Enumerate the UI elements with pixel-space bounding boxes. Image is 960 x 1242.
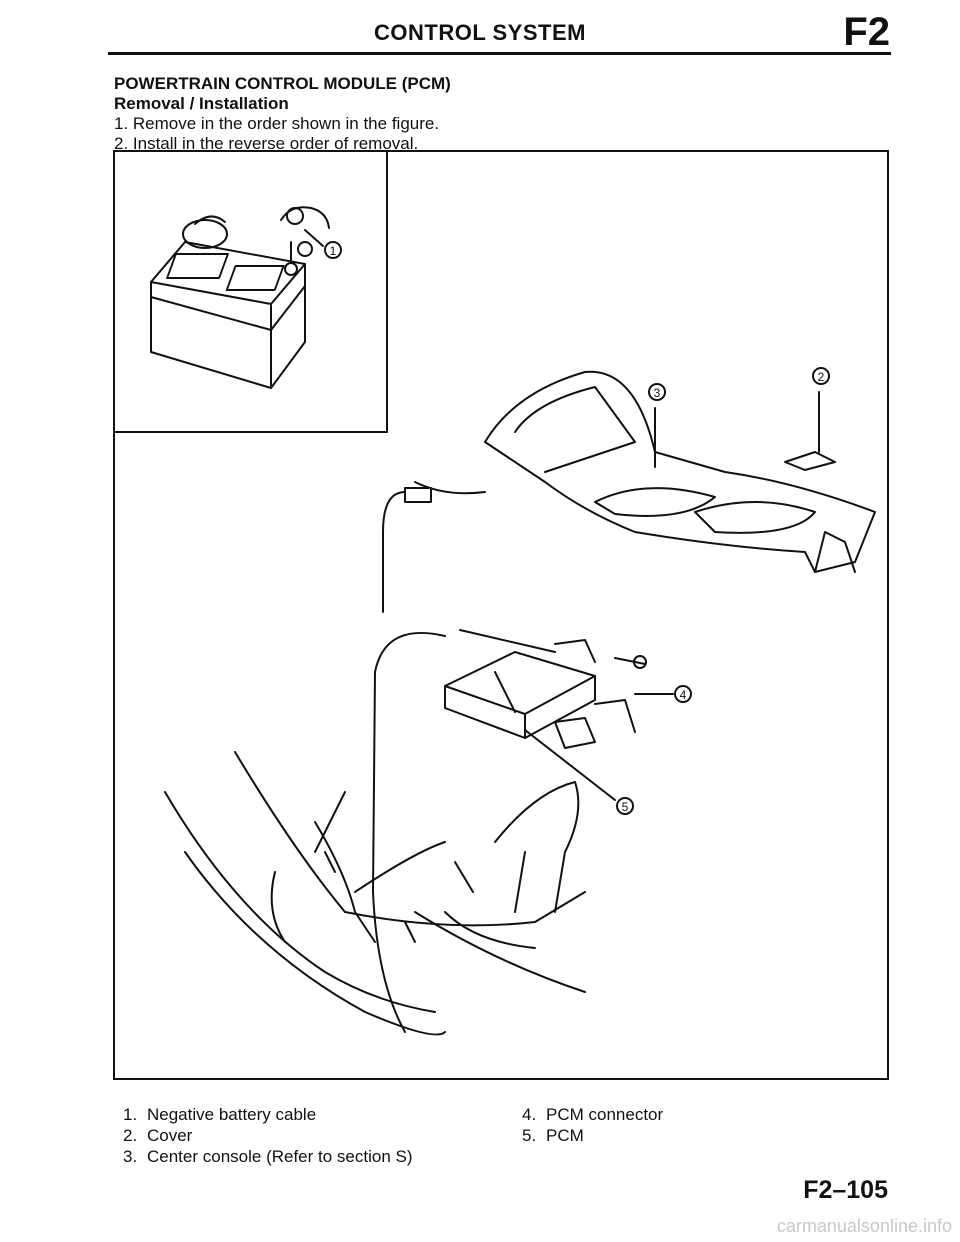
legend-item-1: 1. Negative battery cable [123,1104,413,1125]
callout-1: 1 [304,229,342,259]
legend-item-3: 3. Center console (Refer to section S) [123,1146,413,1167]
callout-5-label: 5 [622,800,629,814]
legend-item-2-number: 2. [123,1126,138,1145]
callout-4: 4 [634,685,692,703]
legend-item-4: 4. PCM connector [522,1104,663,1125]
section-title: POWERTRAIN CONTROL MODULE (PCM) [114,74,451,93]
pcm-illustration [444,629,647,749]
header-rule [108,52,891,55]
battery-inset: 1 [115,152,388,433]
legend-item-4-text: PCM connector [546,1105,664,1124]
callout-2-label: 2 [818,370,825,384]
legend-item-3-number: 3. [123,1147,138,1166]
legend-item-2: 2. Cover [123,1125,413,1146]
step-1: 1. Remove in the order shown in the figu… [114,114,440,133]
legend-item-1-text: Negative battery cable [147,1105,317,1124]
legend-item-5-text: PCM [546,1126,584,1145]
legend-item-2-text: Cover [147,1126,193,1145]
procedure-subtitle: Removal / Installation [114,94,289,113]
figure-drawing: 1 2 3 [115,152,876,1036]
battery-illustration [150,206,330,389]
legend-column-1: 1. Negative battery cable 2. Cover 3. Cente… [123,1104,413,1167]
header-title: CONTROL SYSTEM [374,20,586,45]
legend-column-2: 4. PCM connector 5. PCM [522,1104,663,1146]
legend-item-4-number: 4. [522,1105,537,1124]
floor-and-shifter-illustration [164,751,586,1036]
callout-5: 5 [524,729,634,815]
legend-item-5: 5. PCM [522,1125,663,1146]
legend-item-5-number: 5. [522,1126,537,1145]
center-console-illustration [404,370,876,573]
step-2: 2. Install in the reverse order of remov… [114,134,419,153]
legend-item-3-text: Center console (Refer to section S) [147,1147,413,1166]
wiring-leader [372,491,446,1033]
callout-3-label: 3 [654,386,661,400]
callout-2: 2 [812,367,830,453]
exploded-view-figure: 1 2 3 [113,150,889,1080]
watermark: carmanualsonline.info [776,1216,952,1236]
callout-4-label: 4 [680,688,687,702]
callout-3: 3 [648,383,666,468]
callout-1-label: 1 [330,244,337,258]
intro-block: POWERTRAIN CONTROL MODULE (PCM) Removal … [114,74,451,154]
legend-item-1-number: 1. [123,1105,138,1124]
page-number: F2–105 [803,1176,888,1204]
section-code: F2 [843,10,890,54]
